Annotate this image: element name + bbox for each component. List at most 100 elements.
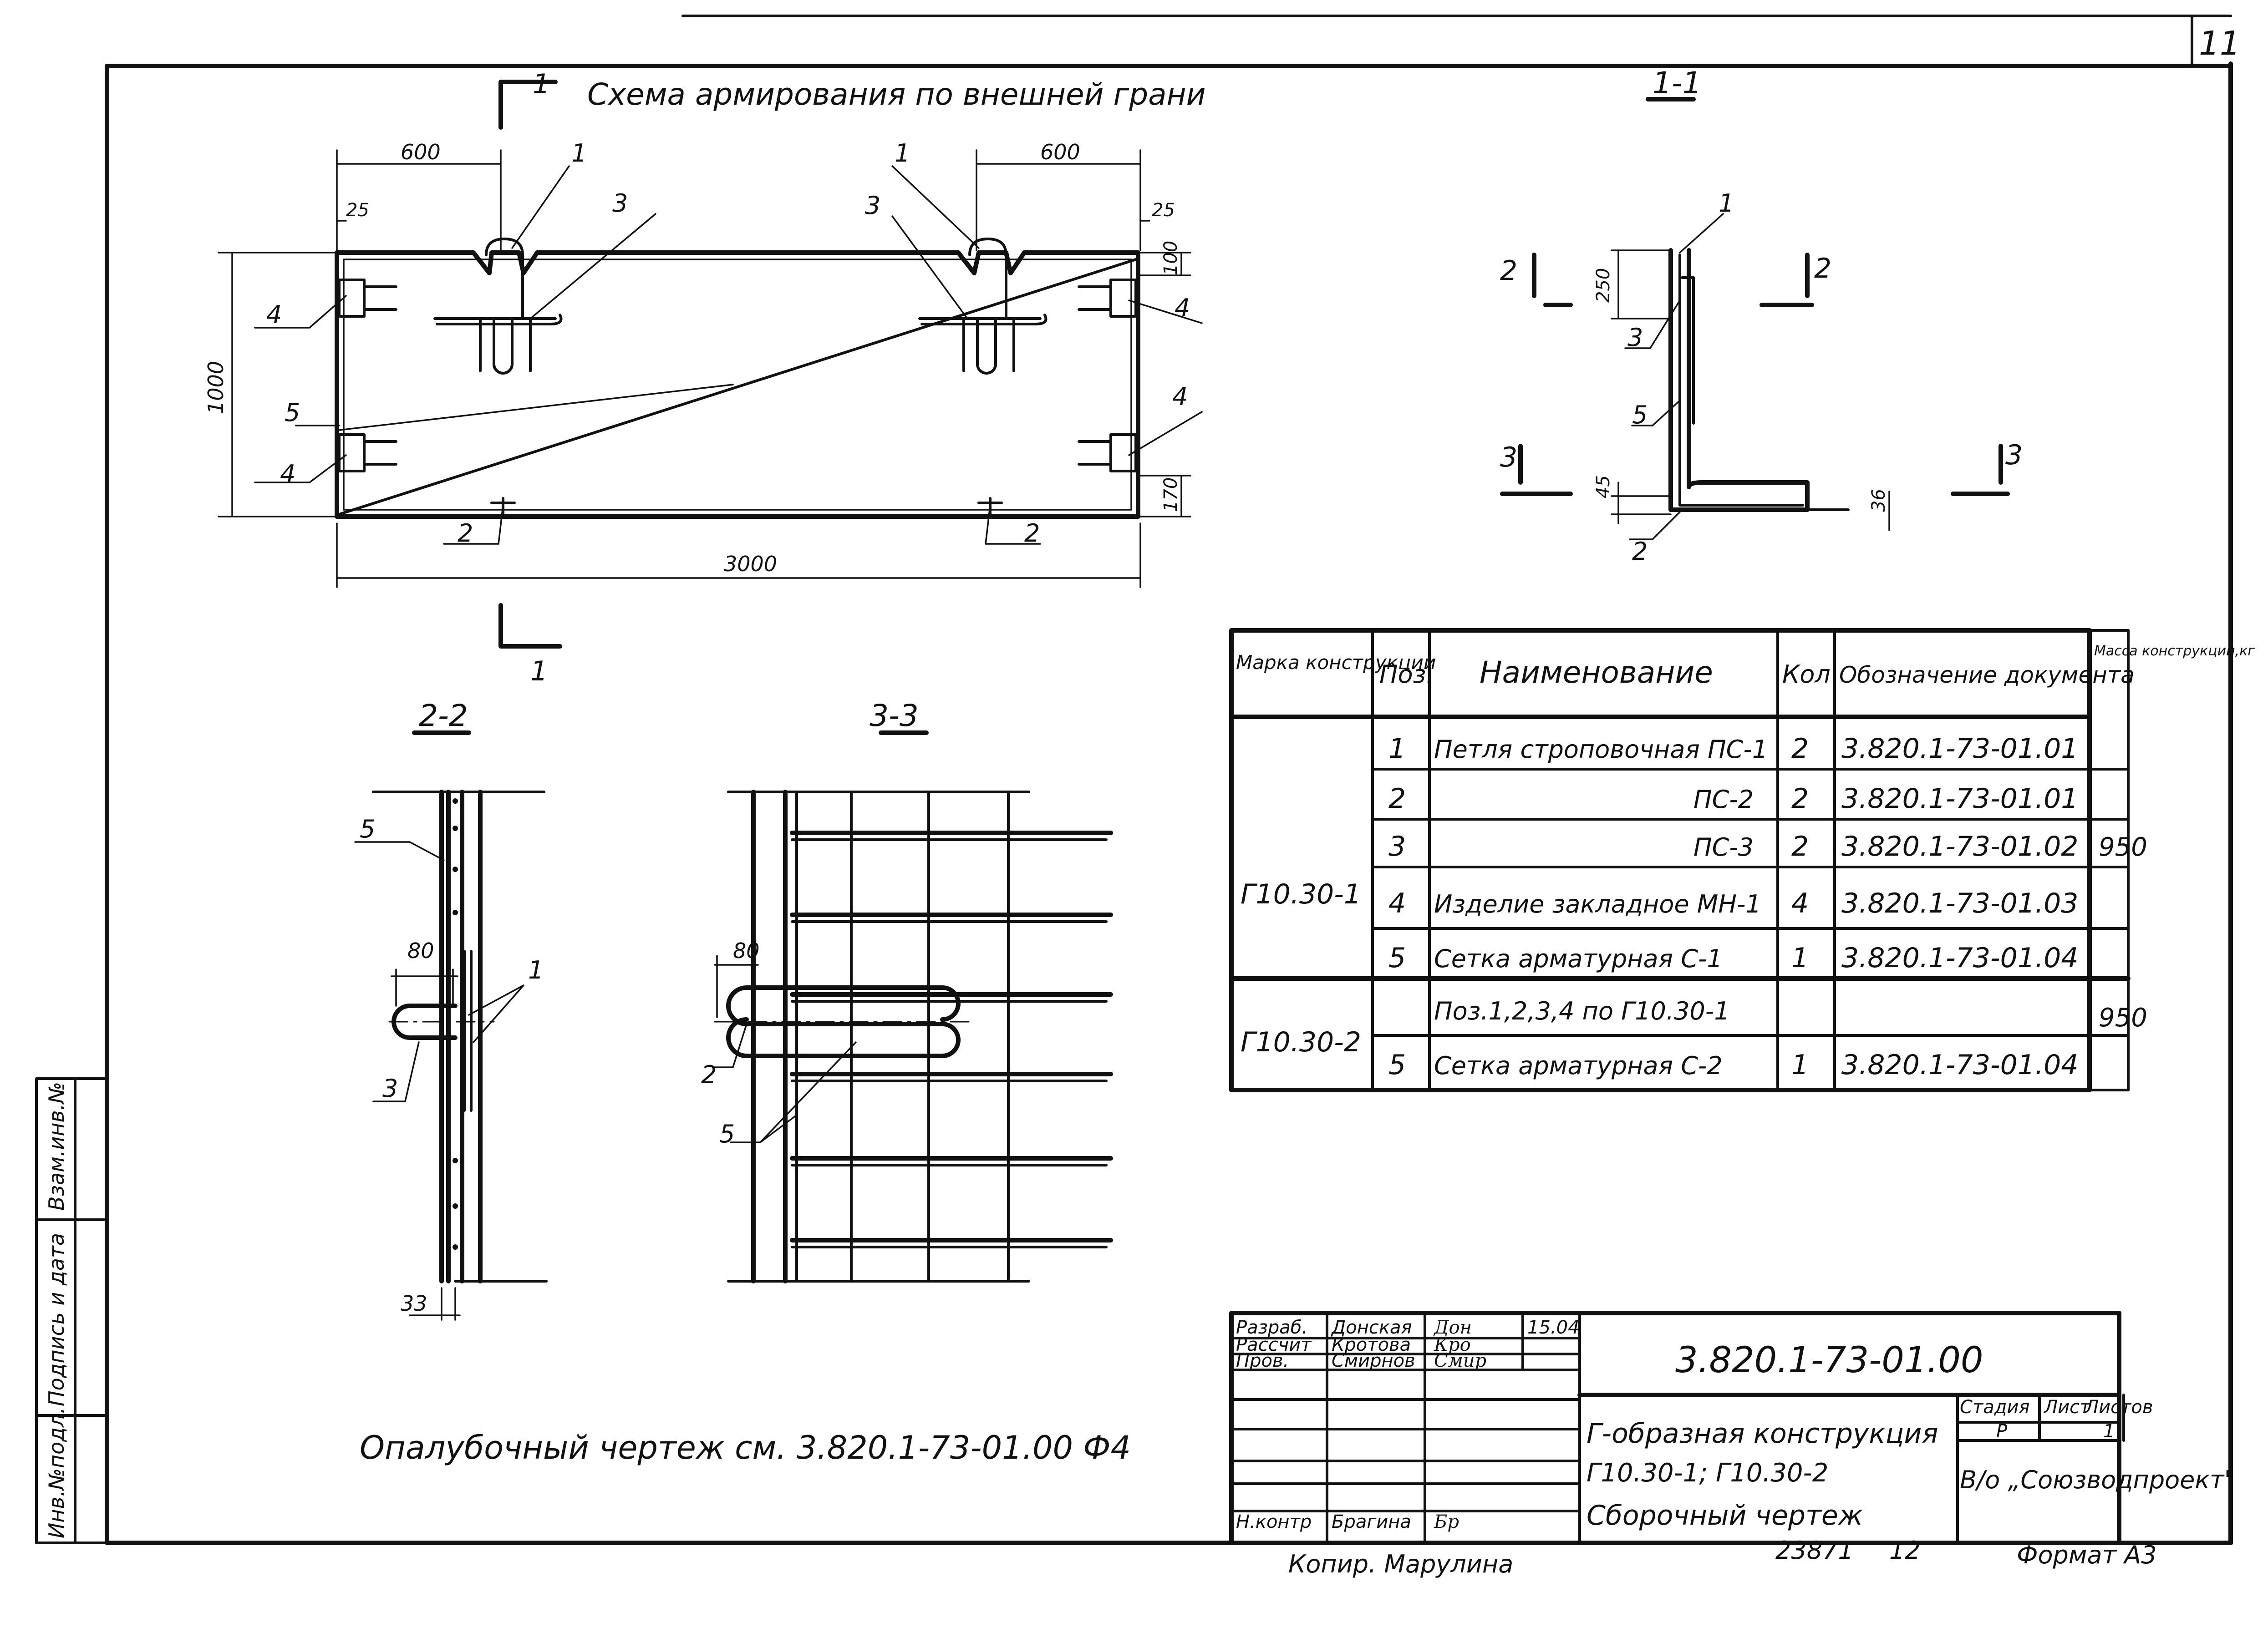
dim-1000: 1000: [203, 361, 228, 414]
callout-pos2-right: 2: [1024, 519, 1040, 548]
callout-pos1-right: 1: [895, 139, 910, 167]
section-3-mark-right: 3: [2005, 439, 2023, 471]
copied-by: Копир. Марулина: [1288, 1550, 1513, 1578]
spec-row-doc: 3.820.1-73-01.02: [1841, 831, 2078, 862]
dim-45: 45: [1593, 475, 1614, 498]
spec-row-doc: 3.820.1-73-01.01: [1841, 783, 2078, 815]
dim-250: 250: [1593, 268, 1614, 303]
sheet-frame: [105, 15, 2233, 1545]
stamp-replaced-inventory: Взам.инв.№: [44, 1082, 69, 1211]
dim-600-left: 600: [401, 140, 441, 164]
spec-row: 1 Петля строповочная ПС-1 2 3.820.1-73-0…: [1388, 733, 2078, 765]
role-signature: Дон: [1433, 1317, 1472, 1338]
spec-row-qty: 4: [1791, 887, 1809, 919]
main-section-mark-top: 1: [533, 68, 550, 100]
spec-group1-rows: 1 Петля строповочная ПС-1 2 3.820.1-73-0…: [1388, 733, 2078, 974]
title-block-grid: [1229, 1311, 2125, 1545]
stamp-original-inventory: Инв.№подл.: [44, 1407, 69, 1538]
sheet-label: Лист: [2043, 1397, 2091, 1418]
spec-row-pos: 3: [1388, 831, 1406, 862]
role-name: Смирнов: [1332, 1350, 1415, 1371]
section-3-mark-left: 3: [1500, 441, 1517, 473]
section-2-2-callout-pos1: 1: [528, 956, 544, 984]
section-2-mark-right: 2: [1814, 253, 1831, 284]
spec-row-name: Сетка арматурная С-1: [1434, 944, 1723, 973]
spec-header-pos: Поз.: [1379, 660, 1434, 689]
role-signature: Кро: [1434, 1334, 1471, 1355]
role-name: Брагина: [1332, 1511, 1411, 1532]
callout-pos2-left: 2: [458, 519, 473, 548]
section-1-1-callout-pos3: 3: [1627, 323, 1643, 352]
section-1-1-callout-pos5: 5: [1632, 401, 1648, 429]
spec-group1-mark: Г10.30-1: [1241, 878, 1361, 910]
spec-group2-mark: Г10.30-2: [1241, 1026, 1361, 1058]
stage-value: Р: [1996, 1421, 2008, 1442]
spec-row-name: Поз.1,2,3,4 по Г10.30-1: [1434, 997, 1730, 1025]
role-signature: Смир: [1434, 1350, 1486, 1371]
main-view-title: Схема армирования по внешней грани: [587, 77, 1206, 112]
spec-header-name: Наименование: [1480, 655, 1713, 690]
role-name: Донская: [1331, 1317, 1412, 1338]
role-label: Разраб.: [1236, 1317, 1307, 1338]
spec-row-pos: 5: [1388, 942, 1406, 974]
callout-pos3-left: 3: [612, 189, 628, 218]
section-2-2-callout-pos3: 3: [382, 1074, 398, 1103]
dim-33: 33: [401, 1291, 427, 1316]
section-1-1-title: 1-1: [1653, 66, 1702, 101]
spec-row-name: Сетка арматурная С-2: [1434, 1051, 1723, 1080]
spec-row-pos: 5: [1388, 1049, 1406, 1081]
callout-pos3-right: 3: [865, 191, 880, 220]
spec-row-pos: 1: [1388, 733, 1406, 765]
stamp-signature-date: Подпись и дата: [44, 1233, 69, 1406]
stage-label: Стадия: [1960, 1397, 2029, 1418]
role-label: Рассчит: [1236, 1334, 1312, 1355]
role-name: Кротова: [1332, 1334, 1411, 1355]
dim-80-section-3: 80: [733, 938, 760, 963]
inventory-number: 23871: [1775, 1536, 1854, 1565]
callout-pos4-lower-right: 4: [1172, 382, 1188, 411]
section-3-3-callout-pos2: 2: [701, 1060, 717, 1089]
section-3-3: [714, 730, 1113, 1283]
spec-row-pos: 2: [1388, 783, 1406, 815]
spec-row-name: ПС-2: [1693, 785, 1754, 814]
role-label: Н.контр: [1236, 1511, 1312, 1532]
callout-pos4-upper-left: 4: [266, 300, 282, 329]
spec-row-name: ПС-3: [1693, 833, 1754, 862]
dim-80-section-2: 80: [407, 938, 434, 963]
callout-pos5: 5: [285, 398, 300, 427]
callout-pos4-lower-left: 4: [280, 460, 295, 488]
formwork-note: Опалубочный чертеж см. 3.820.1-73-01.00 …: [360, 1429, 1131, 1466]
section-2-2-callout-pos5: 5: [360, 815, 375, 843]
role-signature: Бр: [1434, 1511, 1459, 1532]
spec-row: 4 Изделие закладное МН-1 4 3.820.1-73-01…: [1388, 887, 2078, 919]
spec-header-mass: Масса конструкции,кг: [2094, 643, 2255, 659]
spec-row-qty: 2: [1791, 783, 1809, 815]
spec-row-doc: 3.820.1-73-01.03: [1841, 887, 2078, 919]
section-2-2-title: 2-2: [419, 698, 468, 733]
spec-group2-rows: Поз.1,2,3,4 по Г10.30-1 5 Сетка арматурн…: [1388, 997, 2078, 1081]
spec-row-qty: 1: [1791, 942, 1809, 974]
spec-group1-mass: 950: [2099, 832, 2147, 862]
sheets-label: Листов: [2084, 1397, 2153, 1418]
dim-100: 100: [1160, 241, 1181, 275]
dim-3000: 3000: [724, 552, 777, 576]
title-block-role-row: Пров. Смирнов Смир: [1236, 1350, 1486, 1371]
spec-header-doc: Обозначение документа: [1839, 662, 2135, 688]
main-section-mark-bottom: 1: [530, 655, 548, 687]
section-2-2: [354, 730, 548, 1321]
description-line-3: Сборочный чертеж: [1587, 1500, 1863, 1532]
section-1-1-callout-pos1: 1: [1719, 189, 1734, 218]
role-date: 15.04: [1527, 1317, 1580, 1338]
title-block-role-row: Н.контр Брагина Бр: [1236, 1511, 1459, 1532]
spec-group2-mass: 950: [2099, 1003, 2147, 1033]
spec-row-pos: 4: [1388, 887, 1406, 919]
spec-row-qty: 2: [1791, 831, 1809, 862]
description-line-1: Г-образная конструкция: [1587, 1418, 1938, 1450]
description-line-2: Г10.30-1; Г10.30-2: [1587, 1458, 1828, 1488]
dim-25-right: 25: [1152, 200, 1175, 221]
spec-row-doc: 3.820.1-73-01.04: [1841, 942, 2078, 974]
sheet-number: 11: [2199, 24, 2241, 62]
title-block-role-row: Разраб. Донская Дон 15.04: [1236, 1317, 1580, 1338]
spec-row: 3 ПС-3 2 3.820.1-73-01.02: [1388, 831, 2078, 862]
